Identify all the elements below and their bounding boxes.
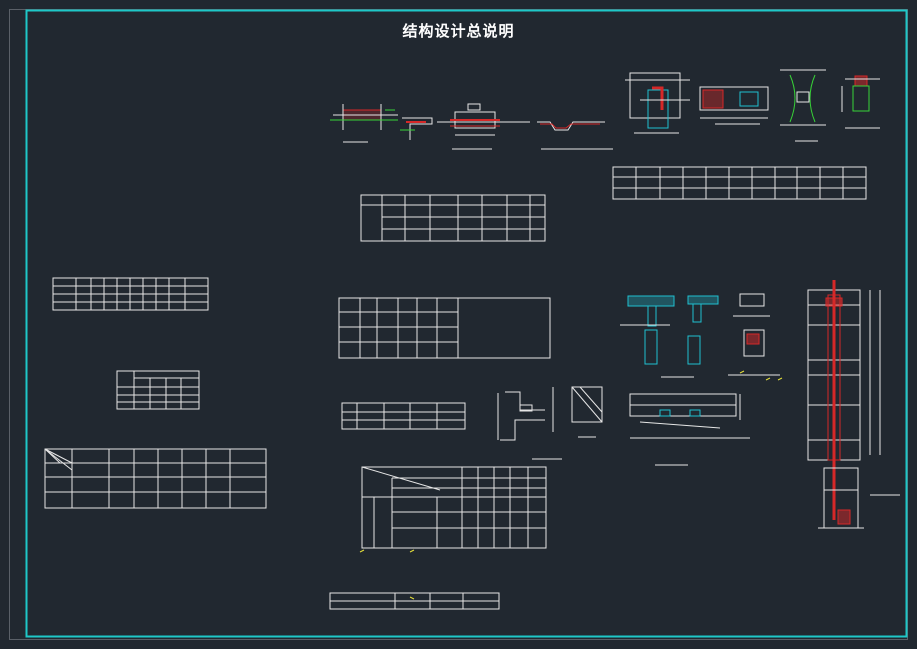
- detail-drawing-8[interactable]: [841, 75, 880, 129]
- detail-drawing-2[interactable]: [400, 117, 433, 140]
- table-mid-2[interactable]: [338, 297, 551, 359]
- detail-drawing-5[interactable]: [625, 72, 690, 134]
- annotation-marks: [359, 370, 783, 600]
- table-top-right[interactable]: [612, 166, 867, 200]
- detail-drawing-10[interactable]: [629, 393, 750, 466]
- table-bottom-mid[interactable]: [361, 466, 547, 549]
- sheet-inner-frame: [25, 9, 908, 638]
- table-left-2[interactable]: [116, 370, 200, 410]
- table-left-3[interactable]: [44, 448, 267, 509]
- table-bottom-strip[interactable]: [329, 592, 500, 610]
- drawing-title: 结构设计总说明: [402, 22, 515, 40]
- detail-drawing-1[interactable]: [330, 104, 398, 143]
- table-mid-3[interactable]: [341, 402, 466, 430]
- detail-drawing-3[interactable]: [437, 103, 530, 150]
- detail-drawing-7[interactable]: [780, 69, 826, 142]
- detail-drawing-9[interactable]: [497, 386, 603, 460]
- detail-drawing-4[interactable]: [537, 121, 613, 150]
- table-left-1[interactable]: [52, 277, 209, 311]
- detail-column-section[interactable]: [807, 280, 900, 529]
- detail-drawing-6[interactable]: [699, 86, 769, 125]
- table-mid-1[interactable]: [360, 194, 546, 242]
- detail-drawing-11[interactable]: [620, 293, 780, 378]
